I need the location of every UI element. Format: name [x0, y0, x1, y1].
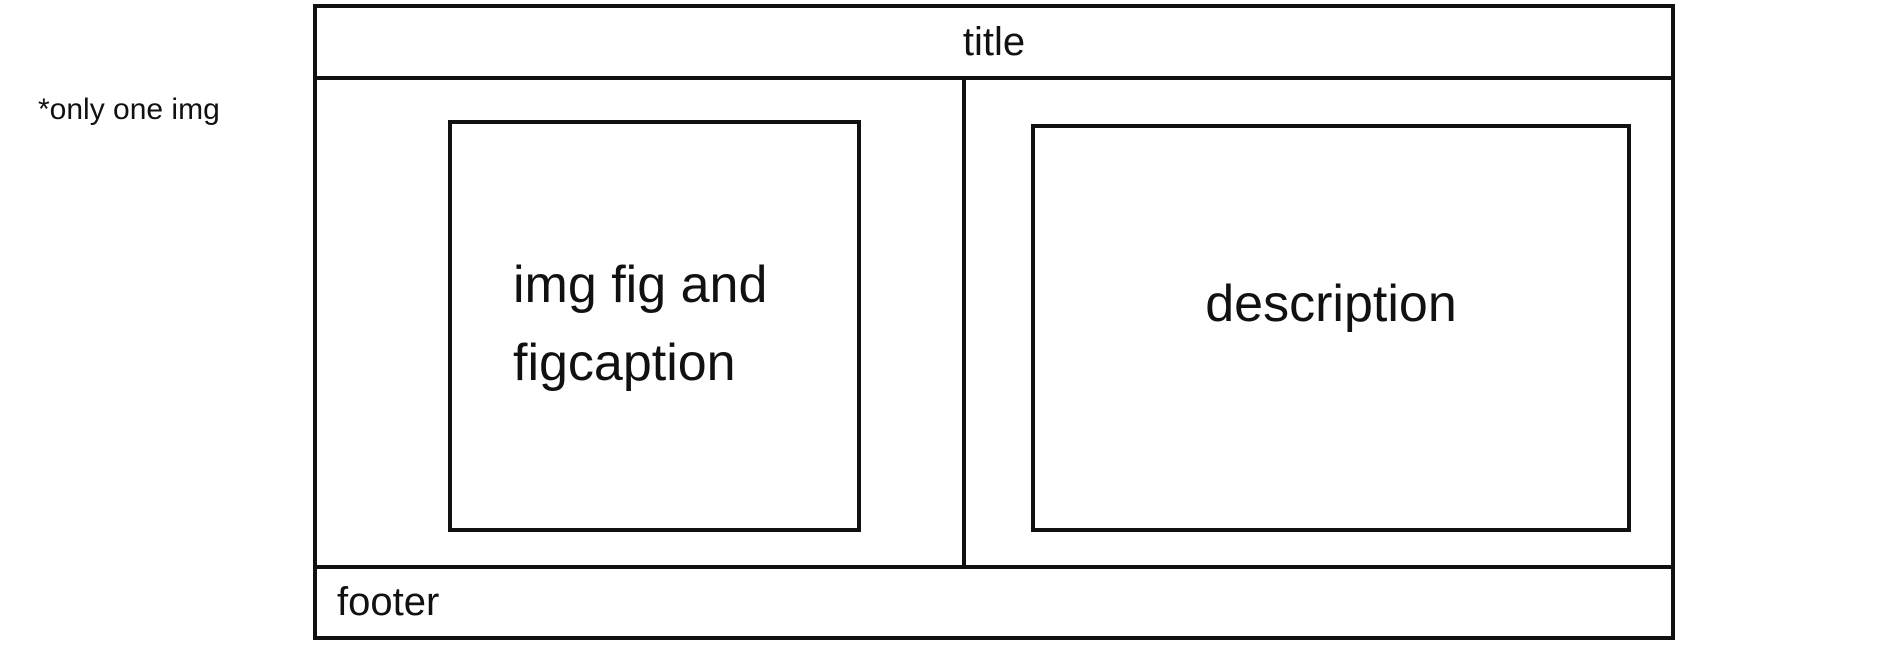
title-section: title: [317, 8, 1671, 80]
description-box: description: [1031, 124, 1631, 532]
title-label: title: [962, 19, 1026, 64]
figure-label: img fig and figcaption: [513, 256, 768, 392]
description-panel: description: [966, 80, 1671, 565]
image-panel: img fig and figcaption: [317, 80, 966, 565]
footer-label: footer: [337, 580, 440, 624]
page-frame: title img fig and figcaption description…: [313, 4, 1675, 640]
footer-section: footer: [317, 565, 1671, 636]
description-label: description: [1205, 275, 1457, 333]
figure-box: img fig and figcaption: [448, 120, 861, 532]
note-text: *only one img: [38, 93, 220, 126]
